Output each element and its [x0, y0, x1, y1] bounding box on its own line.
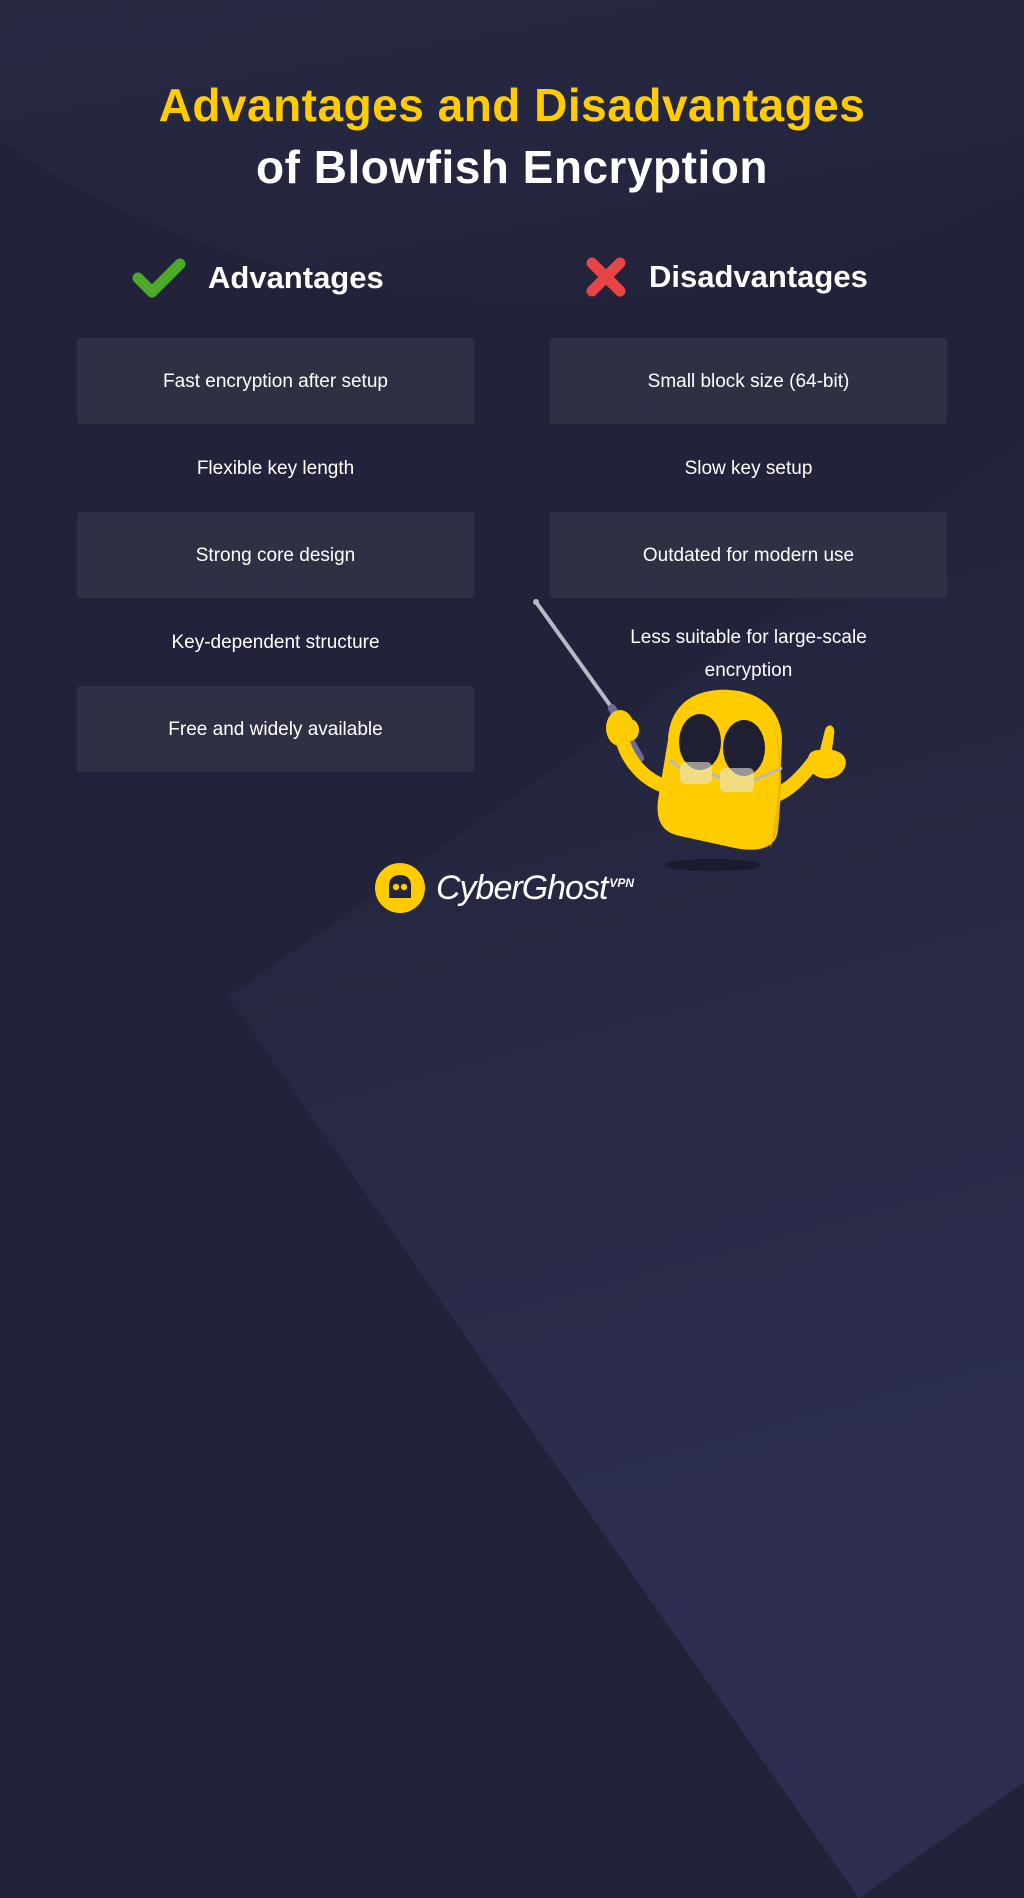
- ghost-logo-icon: [375, 863, 425, 913]
- advantages-heading-label: Advantages: [208, 260, 384, 295]
- title-line-1: Advantages and Disadvantages: [158, 79, 866, 131]
- check-icon: [132, 258, 186, 298]
- disadvantages-heading: Disadvantages: [585, 256, 868, 298]
- title-line-2: of Blowfish Encryption: [256, 141, 768, 193]
- advantage-item: Key-dependent structure: [171, 631, 380, 653]
- brand-suffix: VPN: [609, 876, 635, 890]
- brand-logo: CyberGhost VPN: [374, 862, 634, 914]
- disadvantage-item: Slow key setup: [684, 457, 813, 479]
- advantage-item: Fast encryption after setup: [77, 338, 474, 424]
- brand-name: CyberGhost: [436, 868, 608, 907]
- ghost-mascot-illustration: [533, 599, 846, 871]
- advantages-heading: Advantages: [132, 256, 384, 300]
- advantage-item: Flexible key length: [196, 457, 355, 479]
- advantage-item: Free and widely available: [77, 686, 474, 772]
- disadvantages-heading-label: Disadvantages: [649, 259, 868, 294]
- disadvantage-item: Outdated for modern use: [550, 512, 947, 598]
- advantage-item: Strong core design: [77, 512, 474, 598]
- disadvantage-item: Less suitable for large-scale encryption: [630, 627, 867, 681]
- page-title: Advantages and Disadvantages of Blowfish…: [0, 74, 1024, 198]
- disadvantage-item: Small block size (64-bit): [550, 338, 947, 424]
- cross-icon: [586, 257, 626, 297]
